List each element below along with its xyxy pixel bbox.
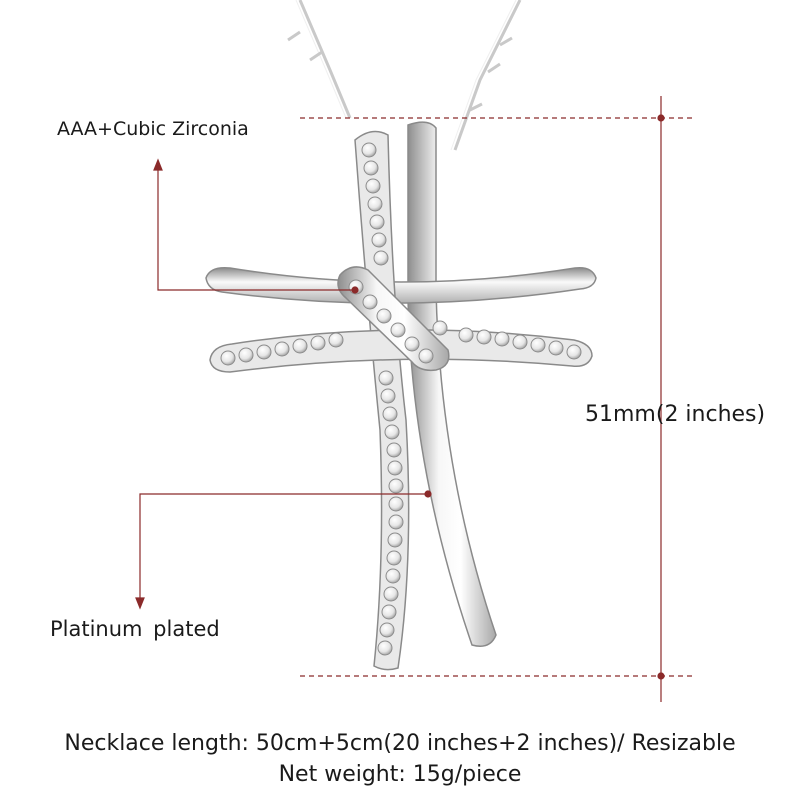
- cross-knot: [337, 266, 450, 372]
- plating-label: Platinum plated: [50, 617, 220, 641]
- cross-plain-crossbar: [205, 266, 597, 305]
- plating-pointer: [135, 490, 432, 610]
- size-label: 51mm(2 inches): [585, 402, 766, 427]
- chain: [287, 0, 522, 151]
- net-weight-text: Net weight: 15g/piece: [278, 762, 522, 787]
- stones-pointer: [153, 158, 359, 294]
- measurement-guides: [300, 96, 692, 702]
- stones-label: AAA+Cubic Zirconia: [57, 118, 249, 140]
- cross-plain-upright: [407, 121, 497, 647]
- zirconia-stones: [220, 142, 582, 656]
- necklace-length-text: Necklace length: 50cm+5cm(20 inches+2 in…: [64, 731, 736, 756]
- cross-jeweled-upright: [354, 130, 410, 671]
- product-caption: Necklace length: 50cm+5cm(20 inches+2 in…: [0, 728, 800, 790]
